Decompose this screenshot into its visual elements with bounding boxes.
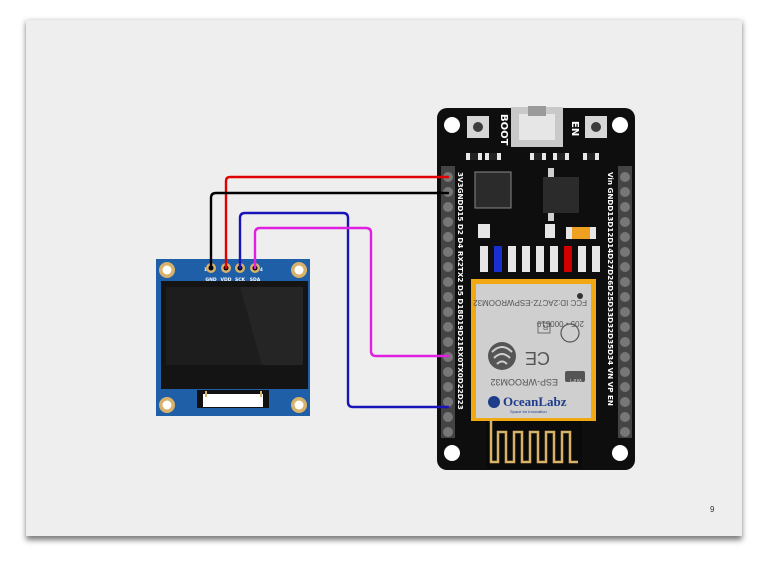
en-label: EN — [569, 121, 580, 136]
oled-pin-sda: SDA — [250, 277, 261, 283]
right-pin-labels: Vin GNDD13D12D14D27D26D25D33D32D35D34 VN… — [606, 172, 615, 406]
oled-pin-sck: SCK — [235, 277, 246, 283]
wifi-badge-icon — [565, 371, 585, 382]
wires — [209, 175, 450, 409]
oled-pin-number-1: 1 — [204, 267, 207, 272]
left-pin-labels: 3V3GNDD15 D2 D4 RX2TX2 D5 D18D19D21RX0TX… — [456, 172, 465, 410]
module-logo-icon — [560, 323, 580, 343]
en-button — [585, 116, 607, 138]
oled-pin-gnd: GND — [205, 277, 216, 283]
oled-mount-holes — [159, 262, 307, 413]
module-tagline: Space for Innovation — [510, 409, 547, 414]
wire-vcc — [224, 175, 450, 270]
left-pin-header — [441, 166, 455, 438]
wire-scl — [238, 211, 450, 409]
module-cert: R — [543, 323, 548, 330]
oled-pin-vdd: VDD — [221, 277, 232, 283]
antenna — [486, 420, 582, 469]
module-brand: OceanLabz — [503, 394, 567, 409]
right-pin-header — [618, 166, 632, 438]
wire-gnd — [209, 191, 450, 270]
esp32-board: BOOT EN — [437, 106, 635, 470]
page-number: 9 — [710, 505, 715, 514]
module-model: ESP-WROOM32 — [490, 377, 558, 387]
module-r-code: 205 - 000519 — [536, 319, 584, 328]
module-fcc-id: FCC ID:2AC7Z-ESPWROOM32 — [473, 298, 587, 307]
boot-label: BOOT — [498, 114, 509, 146]
oled-header — [206, 263, 260, 273]
oceanlabz-logo-icon — [488, 396, 500, 408]
smd-components — [466, 153, 600, 272]
module-wifi: WiFi — [570, 377, 582, 383]
boot-button — [467, 116, 489, 138]
module-ce-mark: CE — [525, 348, 550, 368]
oled-pin-number-4: 4 — [260, 267, 263, 272]
oled-module: 1 4 GND VDD SCK SDA — [156, 259, 310, 416]
wire-sda — [253, 226, 450, 358]
wroom-module: FCC ID:2AC7Z-ESPWROOM32 205 - 000519 R C… — [471, 279, 596, 421]
